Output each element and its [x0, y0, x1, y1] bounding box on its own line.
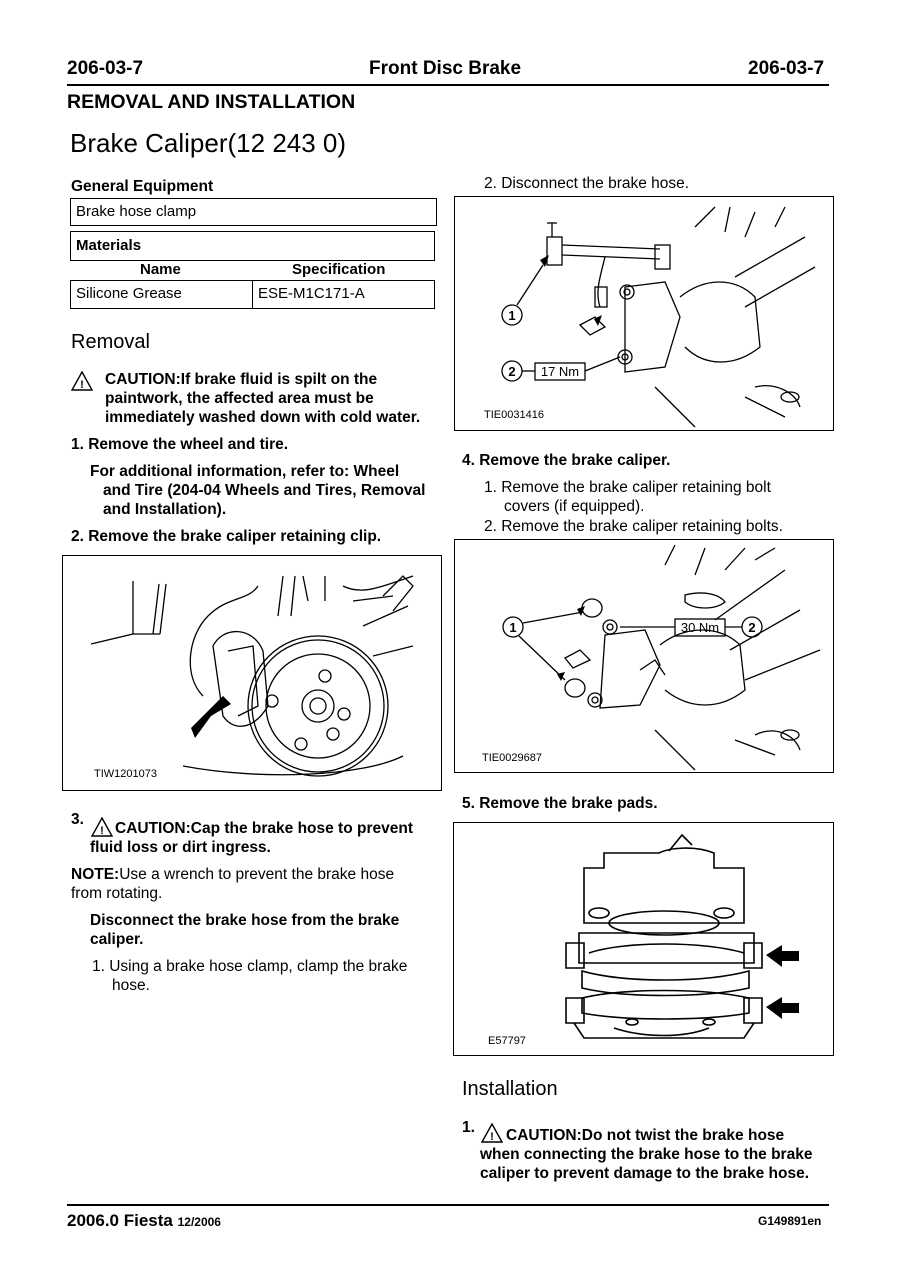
- removal-step-4: 4. Remove the brake caliper.: [462, 452, 671, 469]
- sub-line: 1. Remove the brake caliper retaining bo…: [484, 479, 771, 496]
- equipment-item: Brake hose clamp: [76, 203, 197, 220]
- note-label: NOTE:: [71, 866, 120, 883]
- svg-text:!: !: [80, 379, 84, 391]
- removal-step-5: 5. Remove the brake pads.: [462, 795, 658, 812]
- figure-3-torque: 30 Nm: [681, 620, 719, 635]
- removal-step-2: 2. Remove the brake caliper retaining cl…: [71, 528, 382, 545]
- step-3-caution: CAUTION:Cap the brake hose to prevent fl…: [90, 819, 413, 857]
- figure-2-caption: TIE0031416: [484, 409, 544, 421]
- material-name: Silicone Grease: [76, 285, 182, 302]
- figure-3-caption: TIE0029687: [482, 752, 542, 764]
- note-line: Use a wrench to prevent the brake hose: [119, 866, 395, 883]
- installation-caution: CAUTION:Do not twist the brake hose when…: [480, 1126, 812, 1183]
- header-rule: [67, 84, 829, 86]
- caution-line: fluid loss or dirt ingress.: [90, 839, 271, 856]
- footer-model: 2006.0 Fiesta 12/2006: [67, 1211, 221, 1231]
- caution-line: CAUTION:Do not twist the brake hose: [506, 1127, 785, 1144]
- caution-line: paintwork, the affected area must be: [105, 390, 374, 407]
- caution-line: caliper to prevent damage to the brake h…: [480, 1165, 810, 1182]
- caution-icon: !: [91, 817, 113, 837]
- materials-col-divider: [252, 281, 254, 308]
- step-3-instruction: Disconnect the brake hose from the brake…: [90, 911, 399, 949]
- materials-heading-box: Materials: [70, 231, 435, 261]
- sub-line: covers (if equipped).: [504, 498, 645, 515]
- sub-line: hose.: [112, 977, 150, 994]
- instruction-line: caliper.: [90, 931, 144, 948]
- step-1-info: For additional information, refer to: Wh…: [90, 462, 425, 519]
- info-line: and Installation).: [103, 501, 227, 518]
- header-title: Front Disc Brake: [369, 58, 522, 79]
- figure-2-callout-2: 2: [508, 364, 515, 379]
- info-line: For additional information, refer to: Wh…: [90, 463, 400, 480]
- caution-line: CAUTION:If brake fluid is spilt on the: [105, 371, 378, 388]
- svg-text:!: !: [100, 825, 104, 837]
- footer-model-name: 2006.0 Fiesta: [67, 1211, 173, 1230]
- materials-row: Silicone Grease ESE-M1C171-A: [70, 280, 435, 309]
- step-4-sub-1: 1. Remove the brake caliper retaining bo…: [484, 478, 771, 516]
- figure-brake-hose: 1 2 17 Nm TIE0031416: [454, 196, 834, 431]
- figure-caliper-clip: TIW1201073: [62, 555, 442, 791]
- caution-line: immediately washed down with cold water.: [105, 409, 421, 426]
- footer-rule: [67, 1204, 829, 1206]
- header-section-number-left: 206-03-7: [67, 58, 144, 79]
- figure-3-callout-2: 2: [748, 620, 755, 635]
- caution-line: when connecting the brake hose to the br…: [480, 1146, 813, 1163]
- step-4-sub-2: 2. Remove the brake caliper retaining bo…: [484, 518, 783, 535]
- figure-3-callout-1: 1: [509, 620, 516, 635]
- material-spec: ESE-M1C171-A: [258, 285, 365, 302]
- equipment-table: Brake hose clamp: [70, 198, 437, 226]
- caution-icon: !: [481, 1123, 503, 1143]
- removal-step-1: 1. Remove the wheel and tire.: [71, 436, 289, 453]
- svg-text:!: !: [490, 1131, 494, 1143]
- removal-step-3-number: 3.: [71, 811, 84, 828]
- installation-step-1-number: 1.: [462, 1119, 475, 1136]
- materials-col-spec: Specification: [292, 261, 386, 278]
- section-title: REMOVAL AND INSTALLATION: [67, 91, 356, 113]
- footer-date: 12/2006: [177, 1215, 221, 1229]
- materials-col-name: Name: [140, 261, 181, 278]
- header-section-number-right: 206-03-7: [748, 58, 825, 79]
- info-line: and Tire (204-04 Wheels and Tires, Remov…: [103, 482, 426, 499]
- instruction-line: Disconnect the brake hose from the brake: [90, 912, 400, 929]
- figure-4-caption: E57797: [488, 1035, 526, 1047]
- removal-heading: Removal: [71, 331, 150, 353]
- removal-caution: CAUTION:If brake fluid is spilt on the p…: [105, 370, 420, 427]
- figure-caliper-bolts: 1 2 30 Nm TIE0029687: [454, 539, 834, 773]
- figure-1-caption: TIW1201073: [94, 768, 157, 780]
- step-3-sub-2: 2. Disconnect the brake hose.: [484, 175, 690, 192]
- page-title: Brake Caliper(12 243 0): [70, 128, 347, 158]
- note-line: from rotating.: [71, 885, 163, 902]
- step-3-note: NOTE:Use a wrench to prevent the brake h…: [71, 865, 394, 903]
- installation-heading: Installation: [462, 1078, 558, 1100]
- figure-2-callout-1: 1: [508, 308, 515, 323]
- figure-brake-pads: E57797: [453, 822, 834, 1056]
- materials-heading: Materials: [76, 237, 142, 254]
- footer-code: G149891en: [758, 1214, 822, 1228]
- caution-icon: !: [71, 371, 93, 391]
- figure-2-torque: 17 Nm: [541, 364, 579, 379]
- equipment-heading: General Equipment: [71, 178, 214, 195]
- sub-line: 1. Using a brake hose clamp, clamp the b…: [92, 958, 408, 975]
- caution-line: CAUTION:Cap the brake hose to prevent: [115, 820, 413, 837]
- step-3-sub-1: 1. Using a brake hose clamp, clamp the b…: [92, 957, 407, 995]
